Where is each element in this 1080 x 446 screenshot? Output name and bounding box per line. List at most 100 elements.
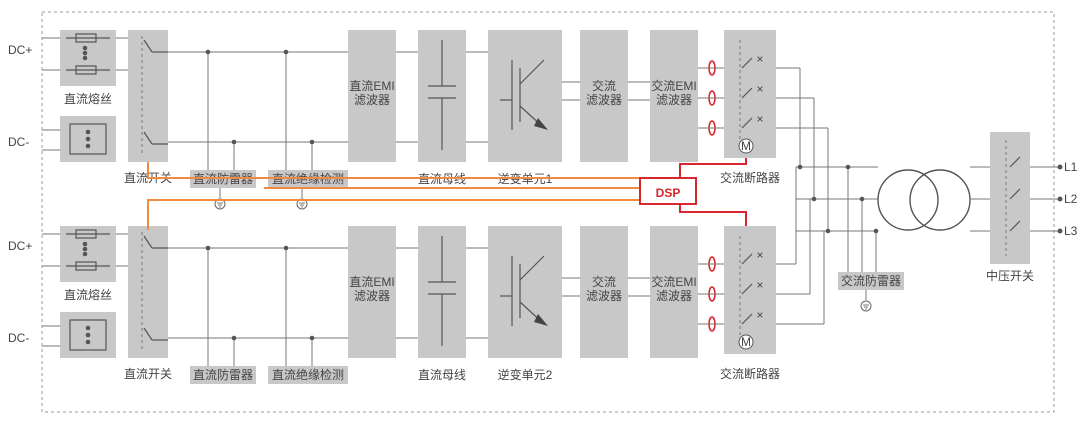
- breaker-blade: [741, 253, 753, 265]
- dc-switch-plus-icon: [143, 235, 153, 249]
- junction-dot: [205, 245, 211, 251]
- ac-filter-label-line: 交流: [592, 78, 616, 93]
- dc-fuse-label: 直流熔丝: [64, 287, 112, 302]
- switch-blade: [143, 235, 153, 249]
- inverter-block: [488, 30, 562, 162]
- dc-emi-label-line: 直流EMI: [349, 275, 394, 289]
- igbt-arrow-icon: [534, 314, 548, 326]
- ac-breaker-block: [724, 226, 776, 354]
- junction-dot: [825, 228, 831, 234]
- output-terminal: [1057, 228, 1063, 234]
- ac-emi-label-line: 滤波器: [656, 289, 692, 303]
- dc-switch-minus-icon: [143, 131, 153, 145]
- ac-filter-label: 交流滤波器: [586, 78, 622, 107]
- fuse-ellipsis-dot: [82, 246, 88, 252]
- junction-dot: [811, 196, 817, 202]
- combiner-ellipsis-dot: [85, 143, 91, 149]
- dc-plus-label: DC+: [8, 43, 32, 57]
- dc-switch-plus-icon: [143, 39, 153, 53]
- junction-dot: [873, 228, 879, 234]
- breaker-blade: [741, 57, 753, 69]
- dc-minus-label: DC-: [8, 135, 29, 149]
- motor-label: M: [741, 139, 751, 153]
- fuse-icon: [75, 65, 97, 75]
- junction-dot: [309, 139, 315, 145]
- motor-icon: [738, 138, 754, 154]
- ground-icon-ring: [860, 300, 872, 312]
- dc-minus-combiner: [69, 319, 107, 351]
- dc-emi-label-line: 滤波器: [354, 289, 390, 303]
- dc-switch-block: [128, 226, 168, 358]
- dc-fuse-block: [60, 30, 116, 86]
- junction-dot: [797, 164, 803, 170]
- mv-switch-blade: [1009, 188, 1021, 200]
- ac-breaker-label: 交流断路器: [720, 366, 780, 381]
- ac-emi-label-line: 交流EMI: [651, 274, 696, 289]
- ac-filter-label: 交流滤波器: [586, 274, 622, 303]
- ac-surge-label: 交流防雷器: [841, 273, 901, 288]
- dc-bus-label: 直流母线: [418, 368, 466, 382]
- insulation-detect-block: [268, 366, 348, 384]
- output-terminal: [1057, 164, 1063, 170]
- breaker-blade: [741, 87, 753, 99]
- switch-blade: [143, 327, 153, 341]
- dc-surge-label: 直流防雷器: [193, 367, 253, 382]
- mv-switch-blade: [1009, 220, 1021, 232]
- junction-dot: [231, 335, 237, 341]
- output-label-l3: L3: [1064, 224, 1078, 238]
- dc-fuse-label: 直流熔丝: [64, 91, 112, 106]
- igbt-arrow-icon: [534, 118, 548, 130]
- ac-filter-label-line: 滤波器: [586, 93, 622, 107]
- inverter-unit-label: 逆变单元2: [498, 367, 553, 382]
- fuse-ellipsis-dot: [82, 50, 88, 56]
- insulation-detect-label: 直流绝缘检测: [272, 367, 344, 382]
- inverter-block: [488, 226, 562, 358]
- dc-emi-block: [348, 226, 396, 358]
- dsp-label: DSP: [656, 186, 681, 200]
- control-line: [147, 199, 640, 230]
- dc-emi-block: [348, 30, 396, 162]
- mv-switch-block: [990, 132, 1030, 264]
- ac-breaker-label: 交流断路器: [720, 170, 780, 185]
- ground-icon: [296, 198, 308, 210]
- motor-label: M: [741, 335, 751, 349]
- transformer-secondary-coil: [909, 169, 971, 231]
- ground-icon: [214, 198, 226, 210]
- junction-dot: [205, 49, 211, 55]
- combiner-ellipsis-dot: [85, 325, 91, 331]
- breaker-x-mark: ×: [756, 52, 763, 66]
- mv-switch-blade: [1009, 156, 1021, 168]
- breaker-x-mark: ×: [756, 308, 763, 322]
- dc-fuse-block: [60, 226, 116, 282]
- mv-switch-label: 中压开关: [986, 268, 1034, 283]
- junction-dot: [859, 196, 865, 202]
- output-terminal: [1057, 196, 1063, 202]
- combiner-ellipsis-dot: [85, 339, 91, 345]
- fuse-icon: [75, 229, 97, 239]
- dsp-link: [679, 204, 747, 226]
- junction-dot: [283, 245, 289, 251]
- ac-filter-label-line: 滤波器: [586, 289, 622, 303]
- output-label-l1: L1: [1064, 160, 1078, 174]
- fuse-icon: [75, 261, 97, 271]
- junction-dot: [283, 49, 289, 55]
- fuse-icon: [75, 33, 97, 43]
- dc-surge-block: [190, 366, 256, 384]
- ac-filter-label-line: 交流: [592, 274, 616, 289]
- dc-switch-block: [128, 30, 168, 162]
- output-label-l2: L2: [1064, 192, 1078, 206]
- ac-emi-label-line: 滤波器: [656, 93, 692, 107]
- control-line: [147, 162, 640, 179]
- breaker-x-mark: ×: [756, 82, 763, 96]
- ac-breaker-block: [724, 30, 776, 158]
- junction-dot: [845, 164, 851, 170]
- ac-filter-block: [580, 226, 628, 358]
